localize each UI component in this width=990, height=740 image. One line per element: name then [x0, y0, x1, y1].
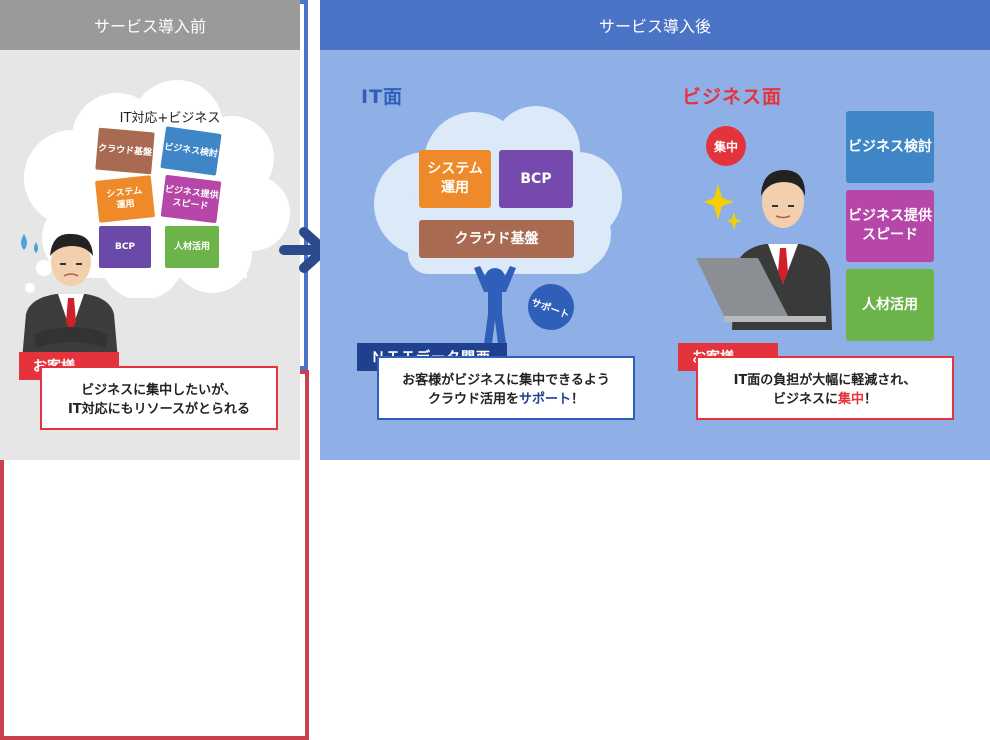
sweat-icon: [21, 234, 27, 250]
tile-business-speed: ビジネス提供 スピード: [160, 174, 222, 224]
business-message-line1: IT面の負担が大幅に軽減され、: [733, 373, 917, 388]
tile-bcp: BCP: [99, 226, 151, 268]
it-message-line2-prefix: クラウド活用を: [427, 391, 519, 407]
sparkle-icon: [704, 184, 742, 230]
tile-system-ops: システム 運用: [94, 175, 156, 223]
support-person-icon: [474, 266, 516, 344]
business-message-emphasis: 集中: [837, 391, 864, 407]
business-message: IT面の負担が大幅に軽減され、 ビジネスに集中！: [696, 356, 954, 420]
businessman-laptop-illustration: [696, 170, 832, 330]
cloud-title: IT対応+ビジネス: [119, 111, 221, 126]
it-message-emphasis: サポート: [518, 391, 571, 407]
biz-tile-business-study: ビジネス検討: [846, 111, 934, 183]
business-message-line2-prefix: ビジネスに: [772, 391, 838, 407]
business-message-line2-suffix: ！: [864, 391, 878, 407]
tile-cloud-infra: クラウド基盤: [95, 127, 155, 175]
biz-tile-hr: 人材活用: [846, 269, 934, 341]
business-message-line2: ビジネスに集中！: [698, 391, 952, 410]
worried-businessman-illustration: [21, 233, 118, 360]
tile-business-study: ビジネス検討: [160, 126, 222, 176]
it-tile-system-ops: システム 運用: [419, 150, 491, 208]
it-message-line2: クラウド活用をサポート！: [379, 391, 633, 410]
focus-badge: 集中: [706, 126, 746, 166]
before-header: サービス導入前: [0, 0, 300, 50]
business-side-title: ビジネス面: [682, 86, 783, 108]
after-header: サービス導入後: [320, 0, 990, 50]
it-tile-cloud-infra: クラウド基盤: [419, 220, 574, 258]
biz-tile-business-speed: ビジネス提供 スピード: [846, 190, 934, 262]
tile-hr: 人材活用: [165, 226, 219, 268]
before-message: ビジネスに集中したいが、 IT対応にもリソースがとられる: [40, 366, 278, 430]
it-message: お客様がビジネスに集中できるよう クラウド活用をサポート！: [377, 356, 635, 420]
it-message-line2-suffix: ！: [571, 391, 585, 407]
it-side-title: IT面: [361, 86, 404, 108]
it-tile-bcp: BCP: [499, 150, 573, 208]
it-message-line1: お客様がビジネスに集中できるよう: [402, 373, 610, 388]
